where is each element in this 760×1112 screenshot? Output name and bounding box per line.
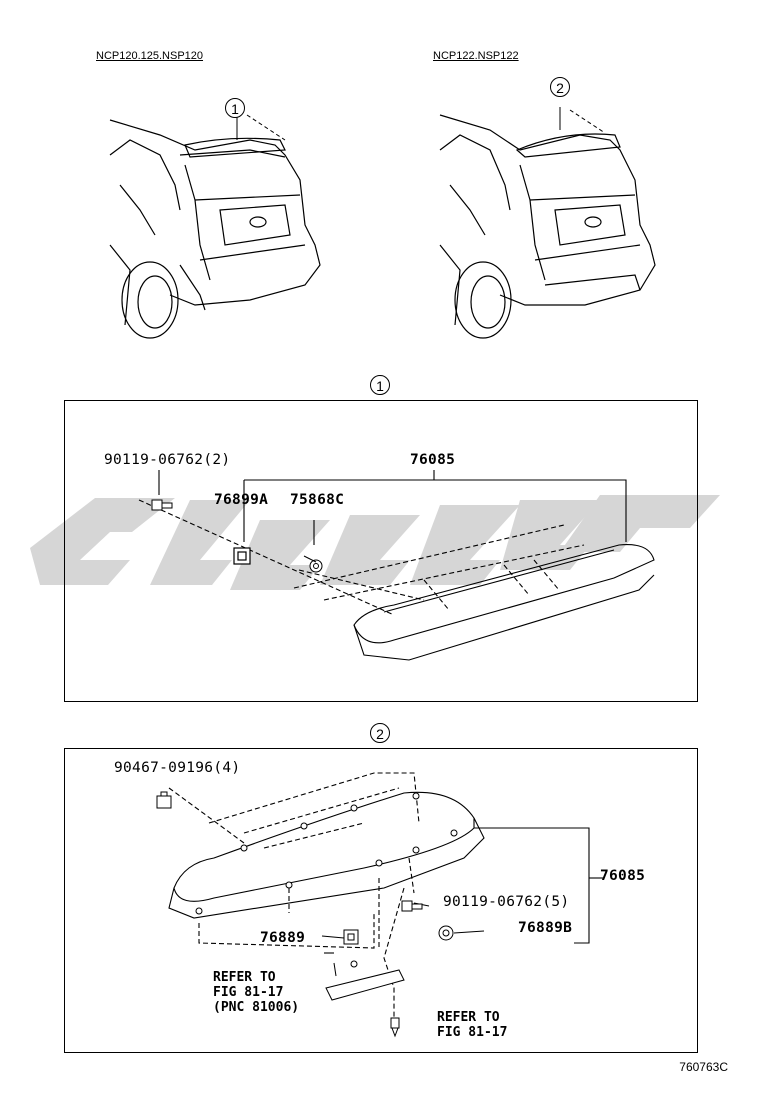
part-label-bolt-s2[interactable]: 90119-06762(5) <box>443 894 570 910</box>
reference-bolt[interactable]: REFER TO FIG 81-17 <box>437 1010 508 1040</box>
variant-label-right: NCP122.NSP122 <box>433 50 519 62</box>
section-1-marker: 1 <box>370 375 390 395</box>
part-label-spoiler-s1[interactable]: 76085 <box>410 452 456 468</box>
figure-id: 760763C <box>679 1060 728 1074</box>
reference-stop-light[interactable]: REFER TO FIG 81-17 (PNC 81006) <box>213 970 300 1015</box>
section-2-marker: 2 <box>370 723 390 743</box>
section-1-panel <box>64 400 698 702</box>
part-label-clip[interactable]: 75868C <box>290 492 345 508</box>
variant-label-left: NCP120.125.NSP120 <box>96 50 204 62</box>
car-rear-illustration-right <box>439 107 656 339</box>
section-1-drawing <box>138 470 655 661</box>
section-2-panel <box>64 748 698 1053</box>
part-label-nut-s2[interactable]: 90467-09196(4) <box>114 760 241 776</box>
car-rear-illustration-left <box>109 110 321 339</box>
callout-marker-2[interactable]: 2 <box>550 77 570 97</box>
part-label-bolt-s1[interactable]: 90119-06762(2) <box>104 452 231 468</box>
part-label-grommet[interactable]: 76899A <box>214 492 269 508</box>
part-label-retainer[interactable]: 76889 <box>260 930 306 946</box>
section-2-drawing <box>156 772 604 1038</box>
part-label-retainer-b[interactable]: 76889B <box>518 920 573 936</box>
callout-marker-1[interactable]: 1 <box>225 98 245 118</box>
part-label-spoiler-s2[interactable]: 76085 <box>600 868 646 884</box>
